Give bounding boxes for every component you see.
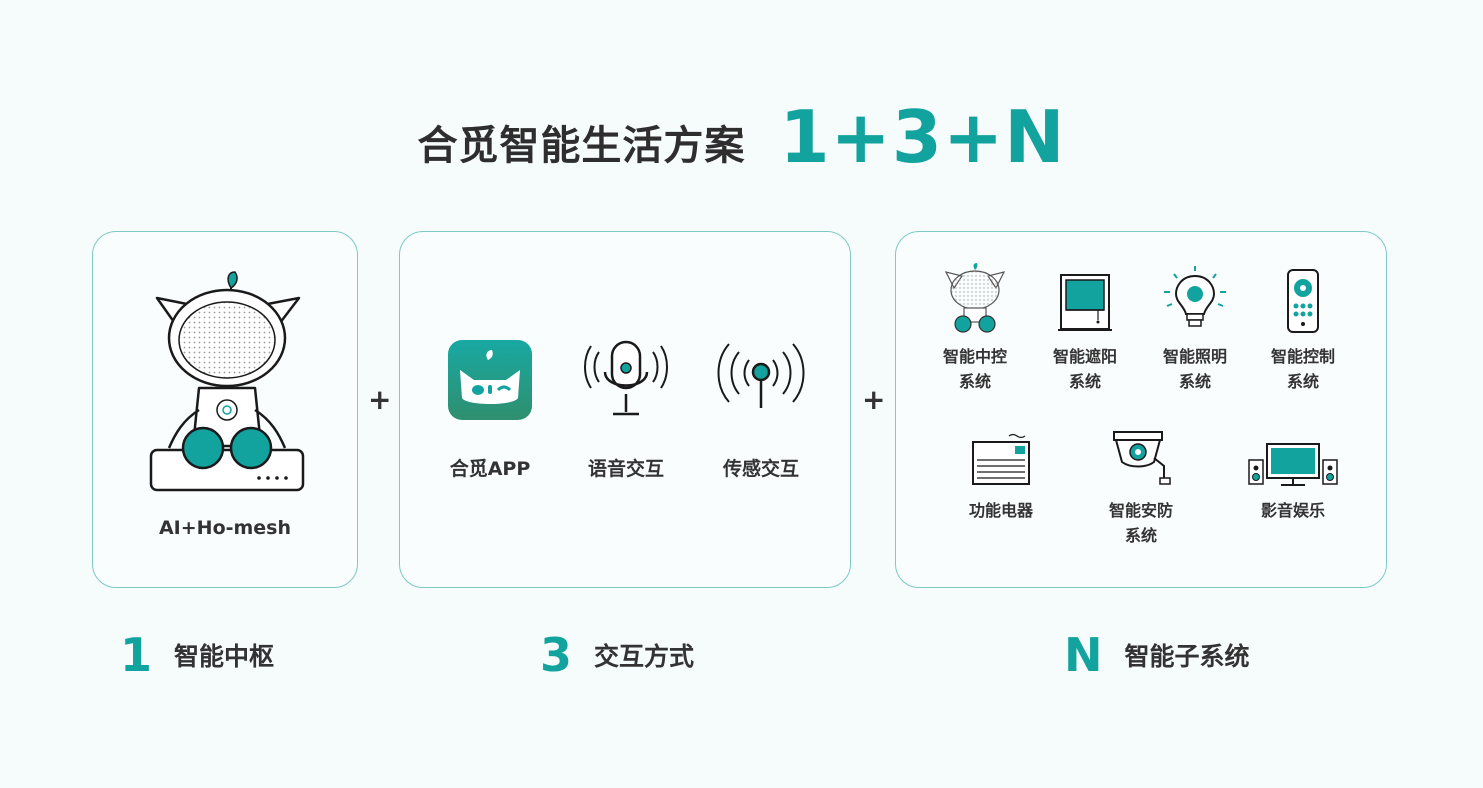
- interaction-app: 合觅APP: [430, 332, 550, 481]
- subsystem-label-line2: 系统: [1124, 526, 1157, 545]
- tv-speaker-icon: [1247, 442, 1339, 492]
- title-row: 合觅智能生活方案 1+3+N: [0, 95, 1483, 179]
- window-blind-icon: [1058, 272, 1112, 338]
- subsystem-label-line2: 系统: [1068, 372, 1101, 391]
- interaction-voice-label: 语音交互: [587, 458, 664, 480]
- subsystem-label-line1: 智能遮阳: [1052, 347, 1117, 366]
- caption-hub: 1 智能中枢: [120, 628, 274, 682]
- caption-number: 3: [540, 628, 573, 682]
- subsystem-lighting: 智能照明 系统: [1140, 266, 1250, 394]
- subsystem-security: 智能安防 系统: [1086, 428, 1196, 548]
- hub-card: AI+Ho-mesh: [92, 231, 358, 588]
- subsystem-label-line2: 系统: [1178, 372, 1211, 391]
- hub-label: AI+Ho-mesh: [158, 517, 292, 539]
- subsystem-hub: 智能中控 系统: [920, 263, 1030, 394]
- light-bulb-icon: [1162, 264, 1228, 338]
- caption-number: N: [1064, 628, 1103, 682]
- remote-control-icon: [1285, 268, 1321, 338]
- security-camera-icon: [1106, 428, 1176, 492]
- subsystem-shading: 智能遮阳 系统: [1030, 266, 1140, 394]
- interaction-card: 合觅APP 语音交互: [399, 231, 851, 588]
- interaction-sensor: 传感交互: [701, 332, 821, 481]
- subsystem-label-line1: 智能照明: [1162, 347, 1227, 366]
- caption-text: 智能子系统: [1124, 642, 1250, 671]
- subsystem-control: 智能控制 系统: [1248, 266, 1358, 394]
- plus-sign: +: [862, 383, 886, 416]
- microphone-icon: [581, 338, 671, 426]
- app-icon: [448, 340, 532, 424]
- interaction-voice: 语音交互: [566, 332, 686, 481]
- caption-text: 智能中枢: [174, 642, 275, 671]
- page-title: 合觅智能生活方案: [417, 123, 746, 169]
- subsystem-label-line1: 智能中控: [942, 347, 1007, 366]
- subsystem-label-line1: 影音娱乐: [1260, 501, 1325, 520]
- subsystem-entertainment: 影音娱乐: [1238, 428, 1348, 523]
- subsystem-label-line1: 智能控制: [1270, 347, 1335, 366]
- caption-interaction: 3 交互方式: [540, 628, 694, 682]
- caption-subsystems: N 智能子系统: [1064, 628, 1250, 682]
- interaction-app-label: 合觅APP: [449, 458, 531, 480]
- subsystem-label-line2: 系统: [958, 372, 991, 391]
- robot-hub-icon: [942, 262, 1008, 338]
- subsystem-label-line2: 系统: [1286, 372, 1319, 391]
- robot-hub-icon: [147, 270, 307, 496]
- caption-text: 交互方式: [594, 642, 695, 671]
- subsystems-card: 智能中控 系统 智能遮阳 系统: [895, 231, 1387, 588]
- caption-number: 1: [120, 628, 153, 682]
- title-formula: 1+3+N: [779, 95, 1066, 179]
- air-conditioner-icon: [969, 432, 1033, 492]
- plus-sign: +: [368, 383, 392, 416]
- sensor-signal-icon: [711, 338, 811, 426]
- subsystem-label-line1: 智能安防: [1108, 501, 1173, 520]
- subsystem-label-line1: 功能电器: [968, 501, 1033, 520]
- interaction-sensor-label: 传感交互: [722, 458, 799, 480]
- subsystem-appliance: 功能电器: [946, 428, 1056, 523]
